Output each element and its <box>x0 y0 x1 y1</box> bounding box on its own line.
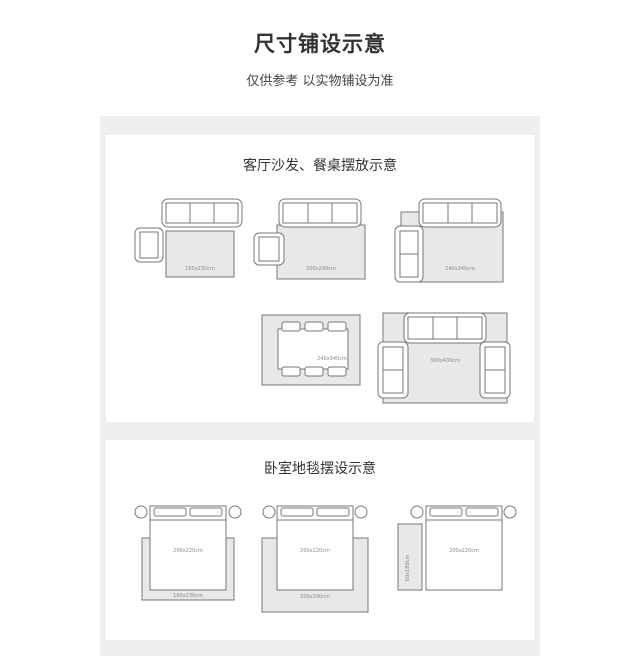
nightstand-icon <box>410 505 424 519</box>
rug-label: 160x230cm <box>185 266 215 272</box>
side-sofa-icon <box>394 225 424 283</box>
sofa-icon <box>418 198 502 228</box>
bedroom-scene-3: 60x180cm 200x220cm <box>397 505 517 591</box>
bedroom-scene-2: 200x220cm 200x290cm <box>261 505 369 613</box>
rug-label: 300x400cm <box>430 358 460 364</box>
rug-label: 240x340cm <box>317 356 347 362</box>
nightstand-icon <box>134 505 148 519</box>
sofa-icon <box>278 198 362 228</box>
page-subtitle: 仅供参考 以实物铺设为准 <box>246 74 394 89</box>
living-scene-2: 200x290cm <box>253 198 366 280</box>
rug <box>165 230 235 278</box>
armchair-icon <box>253 232 285 266</box>
living-scene-1: 160x230cm <box>134 198 243 278</box>
bed-icon <box>425 505 503 591</box>
living-scene-3: 240x340cm <box>394 198 504 283</box>
sofa-icon <box>161 198 243 228</box>
rug <box>276 224 366 280</box>
nightstand-icon <box>228 505 242 519</box>
rug-label: 160x230cm <box>173 593 203 599</box>
bed-label: 200x220cm <box>449 548 479 554</box>
rug-label: 200x290cm <box>300 594 330 600</box>
bedroom-title: 卧室地毯摆设示意 <box>264 461 376 477</box>
nightstand-icon <box>262 505 276 519</box>
runner-rug <box>397 523 423 591</box>
layout-diagram: 160x230cm 200x290cm <box>134 198 517 613</box>
bed-label: 200x220cm <box>300 548 330 554</box>
rug-label: 200x290cm <box>306 266 336 272</box>
living-scene-5: 300x400cm <box>377 312 511 404</box>
bedroom-scene-1: 200x220cm 160x230cm <box>134 505 242 601</box>
bed-label: 200x220cm <box>173 548 203 554</box>
bed-icon <box>276 505 354 591</box>
nightstand-icon <box>354 505 368 519</box>
bed-icon <box>149 505 227 591</box>
rug-label: 240x340cm <box>445 266 475 272</box>
nightstand-icon <box>503 505 517 519</box>
armchair-icon <box>134 227 164 263</box>
page-title: 尺寸铺设示意 <box>254 32 386 56</box>
dining-table-icon <box>277 328 349 370</box>
living-room-title: 客厅沙发、餐桌摆放示意 <box>243 158 397 174</box>
side-sofa-icon <box>377 341 409 399</box>
side-sofa-icon <box>479 341 511 399</box>
runner-label: 60x180cm <box>405 555 411 582</box>
chair-icon <box>281 321 347 377</box>
sofa-icon <box>403 312 487 344</box>
dining-scene: 240x340cm <box>261 314 361 386</box>
